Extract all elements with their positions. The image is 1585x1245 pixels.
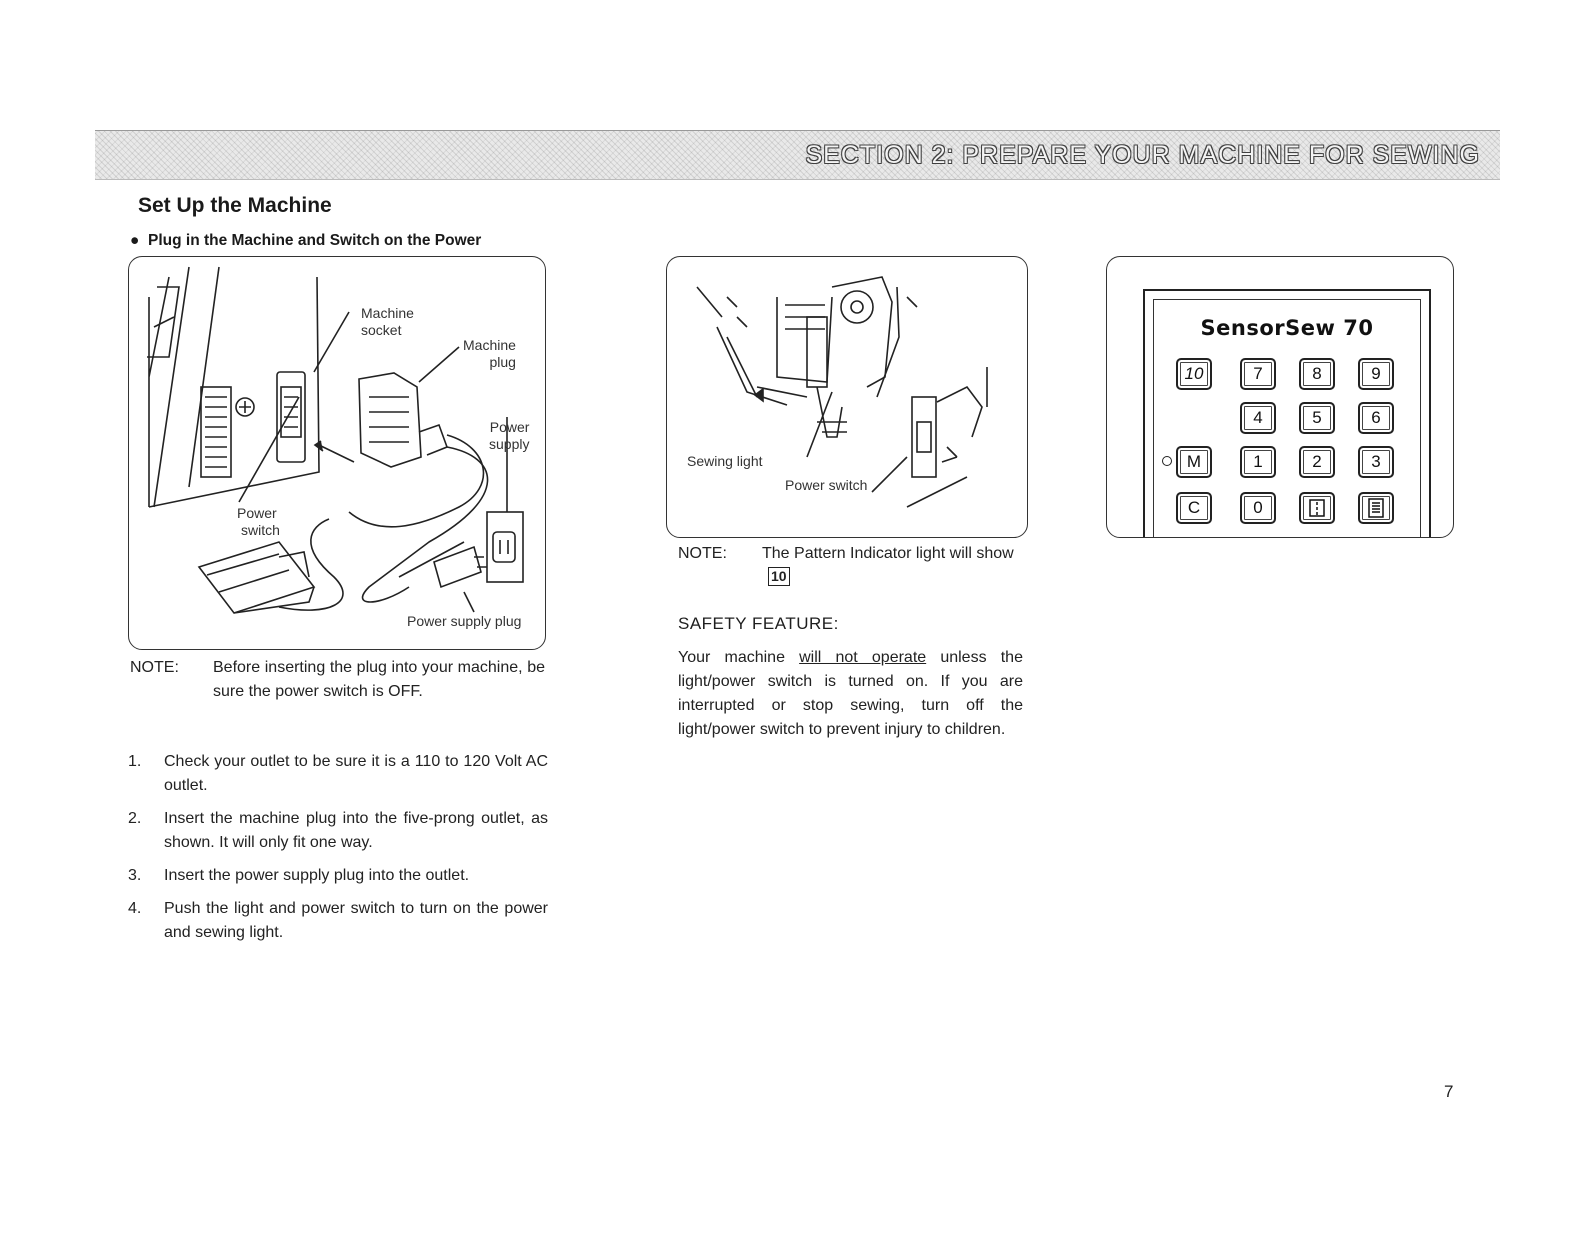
step-item: 2.Insert the machine plug into the five-… [128,810,548,851]
safety-heading: SAFETY FEATURE: [678,614,839,633]
control-panel-face: SensorSew 70 10 7 8 9 4 5 6 M 1 2 3 C 0 [1153,299,1421,537]
key-needle-position [1299,492,1335,524]
machine-plug-diagram [147,266,524,614]
step-item: 4.Push the light and power switch to tur… [128,900,548,941]
pattern-indicator-icon: 10 [768,567,790,586]
key-4: 4 [1240,402,1276,434]
key-9: 9 [1358,358,1394,390]
key-stitch-length [1358,492,1394,524]
key-7: 7 [1240,358,1276,390]
key-1: 1 [1240,446,1276,478]
key-5: 5 [1299,402,1335,434]
note2-label: NOTE: [678,545,727,562]
safety-emphasis: will not operate [799,649,927,666]
key-c: C [1176,492,1212,524]
stitch-length-icon [1368,498,1384,518]
step-item: 3.Insert the power supply plug into the … [128,867,470,884]
sewing-light-illustration: Sewing light Power switch [666,256,1028,538]
sub-heading: ● Plug in the Machine and Switch on the P… [130,232,481,250]
key-m: M [1176,446,1212,478]
note1-text: Before inserting the plug into your mach… [213,659,545,700]
section-header-band: SECTION 2: PREPARE YOUR MACHINE FOR SEWI… [95,130,1500,180]
control-panel-illustration: SensorSew 70 10 7 8 9 4 5 6 M 1 2 3 C 0 [1106,256,1454,538]
sub-heading-text: Plug in the Machine and Switch on the Po… [148,232,482,249]
setup-steps: 1.Check your outlet to be sure it is a 1… [128,750,548,954]
note2-text: The Pattern Indicator light will show10 [762,545,1014,586]
key-10: 10 [1176,358,1212,390]
page-heading: Set Up the Machine [138,194,332,217]
step-item: 1.Check your outlet to be sure it is a 1… [128,753,548,794]
power-switch-label-2: Power switch [785,477,868,493]
key-6: 6 [1358,402,1394,434]
key-2: 2 [1299,446,1335,478]
control-panel-frame: SensorSew 70 10 7 8 9 4 5 6 M 1 2 3 C 0 [1143,289,1431,537]
safety-text: Your machine will not operate unless the… [678,649,1023,738]
needle-position-icon [1309,499,1325,517]
bullet-icon: ● [130,232,140,249]
key-3: 3 [1358,446,1394,478]
power-switch-diagram [696,276,988,508]
indicator-dot-icon [1162,456,1172,466]
section-title: SECTION 2: PREPARE YOUR MACHINE FOR SEWI… [805,141,1480,169]
key-0: 0 [1240,492,1276,524]
key-8: 8 [1299,358,1335,390]
sewing-light-label: Sewing light [687,453,763,469]
page-number: 7 [1444,1082,1454,1101]
note1-label: NOTE: [130,659,179,676]
power-supply-plug-label: Power supply plug [407,613,522,629]
brand-logo: SensorSew 70 [1200,316,1374,340]
